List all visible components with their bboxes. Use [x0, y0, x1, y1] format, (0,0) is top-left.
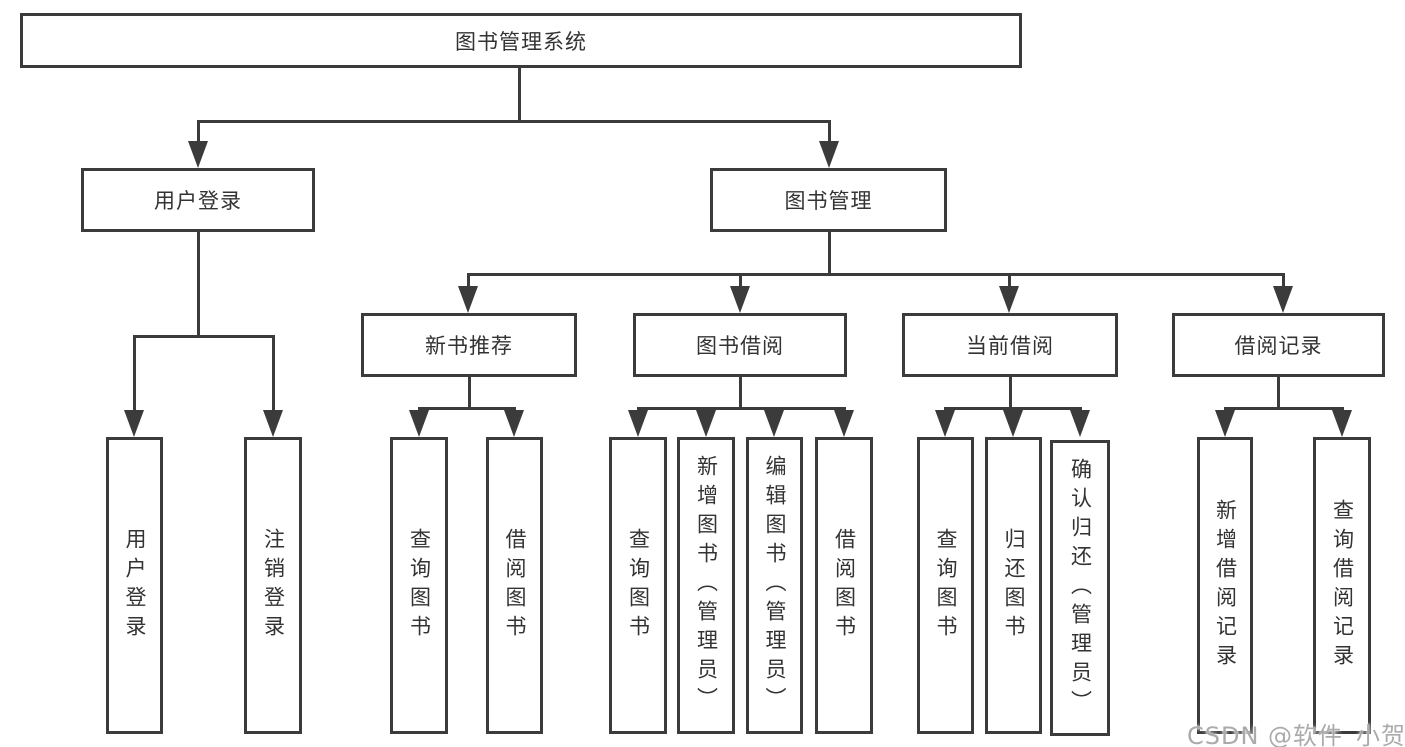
connector-current-borrow-stem	[1009, 377, 1012, 407]
leaf-bb-add-book-admin: 新增图书（管理员）	[677, 437, 735, 734]
connector-drop-book-mgmt	[828, 120, 831, 143]
leaf-label: 归还图书	[1002, 527, 1026, 644]
arrow-down-icon	[935, 410, 955, 437]
leaf-bb-edit-book-admin: 编辑图书（管理员）	[746, 437, 803, 734]
node-book-mgmt: 图书管理	[710, 168, 947, 232]
connector-leaf-drop	[773, 407, 776, 412]
connector-borrow-record-bar	[1224, 407, 1344, 410]
arrow-down-icon	[1215, 410, 1235, 437]
connector-leaf-drop	[418, 407, 421, 412]
connector-leaf-drop	[1224, 407, 1227, 412]
connector-drop-leaf-user-login	[133, 335, 136, 412]
arrow-down-icon	[1273, 286, 1293, 313]
arrow-down-icon	[458, 286, 478, 313]
arrow-down-icon	[504, 410, 524, 437]
leaf-label: 查询借阅记录	[1330, 498, 1355, 673]
arrow-down-icon	[1332, 410, 1352, 437]
arrow-down-icon	[409, 410, 429, 437]
connector-leaf-drop	[1341, 407, 1344, 412]
leaf-br-add-record: 新增借阅记录	[1197, 437, 1253, 734]
node-label: 借阅记录	[1234, 334, 1323, 358]
connector-leaf-drop	[705, 407, 708, 412]
node-label: 新书推荐	[425, 334, 513, 358]
node-new-book-rec: 新书推荐	[361, 313, 577, 377]
connector-user-login-stem	[197, 232, 200, 335]
leaf-label: 查询图书	[407, 527, 432, 644]
connector-user-login-bar	[133, 335, 274, 338]
leaf-label: 编辑图书（管理员）	[763, 455, 787, 716]
leaf-br-query-record: 查询借阅记录	[1313, 437, 1371, 734]
arrow-down-icon	[1070, 410, 1090, 437]
connector-book-mgmt-stem	[828, 232, 831, 273]
connector-drop-new-book-rec	[467, 273, 470, 288]
node-label: 用户登录	[154, 189, 242, 213]
leaf-label: 借阅图书	[503, 527, 527, 644]
arrow-down-icon	[628, 410, 648, 437]
connector-leaf-drop	[1012, 407, 1015, 412]
connector-book-borrow-stem	[739, 377, 742, 407]
node-borrow-record: 借阅记录	[1172, 313, 1385, 377]
leaf-nbr-query-book: 查询图书	[390, 437, 448, 734]
leaf-cb-query-book: 查询图书	[917, 437, 974, 734]
node-label: 图书管理	[784, 189, 873, 213]
arrow-down-icon	[263, 410, 283, 437]
arrow-down-icon	[999, 286, 1019, 313]
leaf-logout: 注销登录	[244, 437, 302, 734]
leaf-label: 新增借阅记录	[1213, 498, 1238, 673]
arrow-down-icon	[764, 410, 784, 437]
node-root: 图书管理系统	[20, 13, 1022, 68]
node-book-borrow: 图书借阅	[633, 313, 847, 377]
connector-drop-user-login	[197, 120, 200, 143]
arrow-down-icon	[819, 141, 839, 168]
leaf-bb-query-book: 查询图书	[609, 437, 667, 734]
leaf-user-login: 用户登录	[106, 437, 163, 734]
connector-drop-book-borrow	[739, 273, 742, 288]
leaf-label: 查询图书	[934, 527, 958, 644]
leaf-label: 新增图书（管理员）	[694, 455, 719, 716]
arrow-down-icon	[188, 141, 208, 168]
node-current-borrow: 当前借阅	[902, 313, 1118, 377]
node-user-login: 用户登录	[81, 168, 315, 232]
csdn-watermark: CSDN @软件_小贺同学	[1187, 722, 1405, 747]
connector-leaf-drop	[944, 407, 947, 412]
connector-borrow-record-stem	[1277, 377, 1280, 407]
leaf-label: 注销登录	[261, 527, 286, 644]
connector-new-book-rec-bar	[418, 407, 516, 410]
leaf-label: 查询图书	[626, 527, 651, 644]
leaf-label: 用户登录	[123, 527, 147, 644]
connector-leaf-drop	[843, 407, 846, 412]
connector-drop-current-borrow	[1008, 273, 1011, 288]
leaf-bb-borrow-book: 借阅图书	[815, 437, 873, 734]
leaf-cb-return-book: 归还图书	[985, 437, 1042, 734]
connector-leaf-drop	[513, 407, 516, 412]
arrow-down-icon	[696, 410, 716, 437]
leaf-label: 确认归还（管理员）	[1068, 457, 1093, 719]
connector-leaf-drop	[637, 407, 640, 412]
arrow-down-icon	[730, 286, 750, 313]
connector-level2-bar	[197, 120, 831, 123]
leaf-cb-confirm-return-admin: 确认归还（管理员）	[1050, 440, 1110, 736]
arrow-down-icon	[1003, 410, 1023, 437]
connector-drop-borrow-record	[1282, 273, 1285, 288]
leaf-label: 借阅图书	[832, 527, 857, 644]
connector-leaf-drop	[1079, 407, 1082, 412]
leaf-nbr-borrow-book: 借阅图书	[486, 437, 543, 734]
connector-root-stem	[518, 68, 521, 120]
connector-drop-leaf-logout	[272, 335, 275, 412]
connector-book-borrow-bar	[637, 407, 846, 410]
node-root-label: 图书管理系统	[455, 29, 587, 54]
arrow-down-icon	[834, 410, 854, 437]
connector-level3-bar	[467, 273, 1284, 276]
arrow-down-icon	[124, 410, 144, 437]
connector-new-book-rec-stem	[468, 377, 471, 407]
node-label: 图书借阅	[696, 334, 784, 358]
node-label: 当前借阅	[966, 334, 1054, 358]
